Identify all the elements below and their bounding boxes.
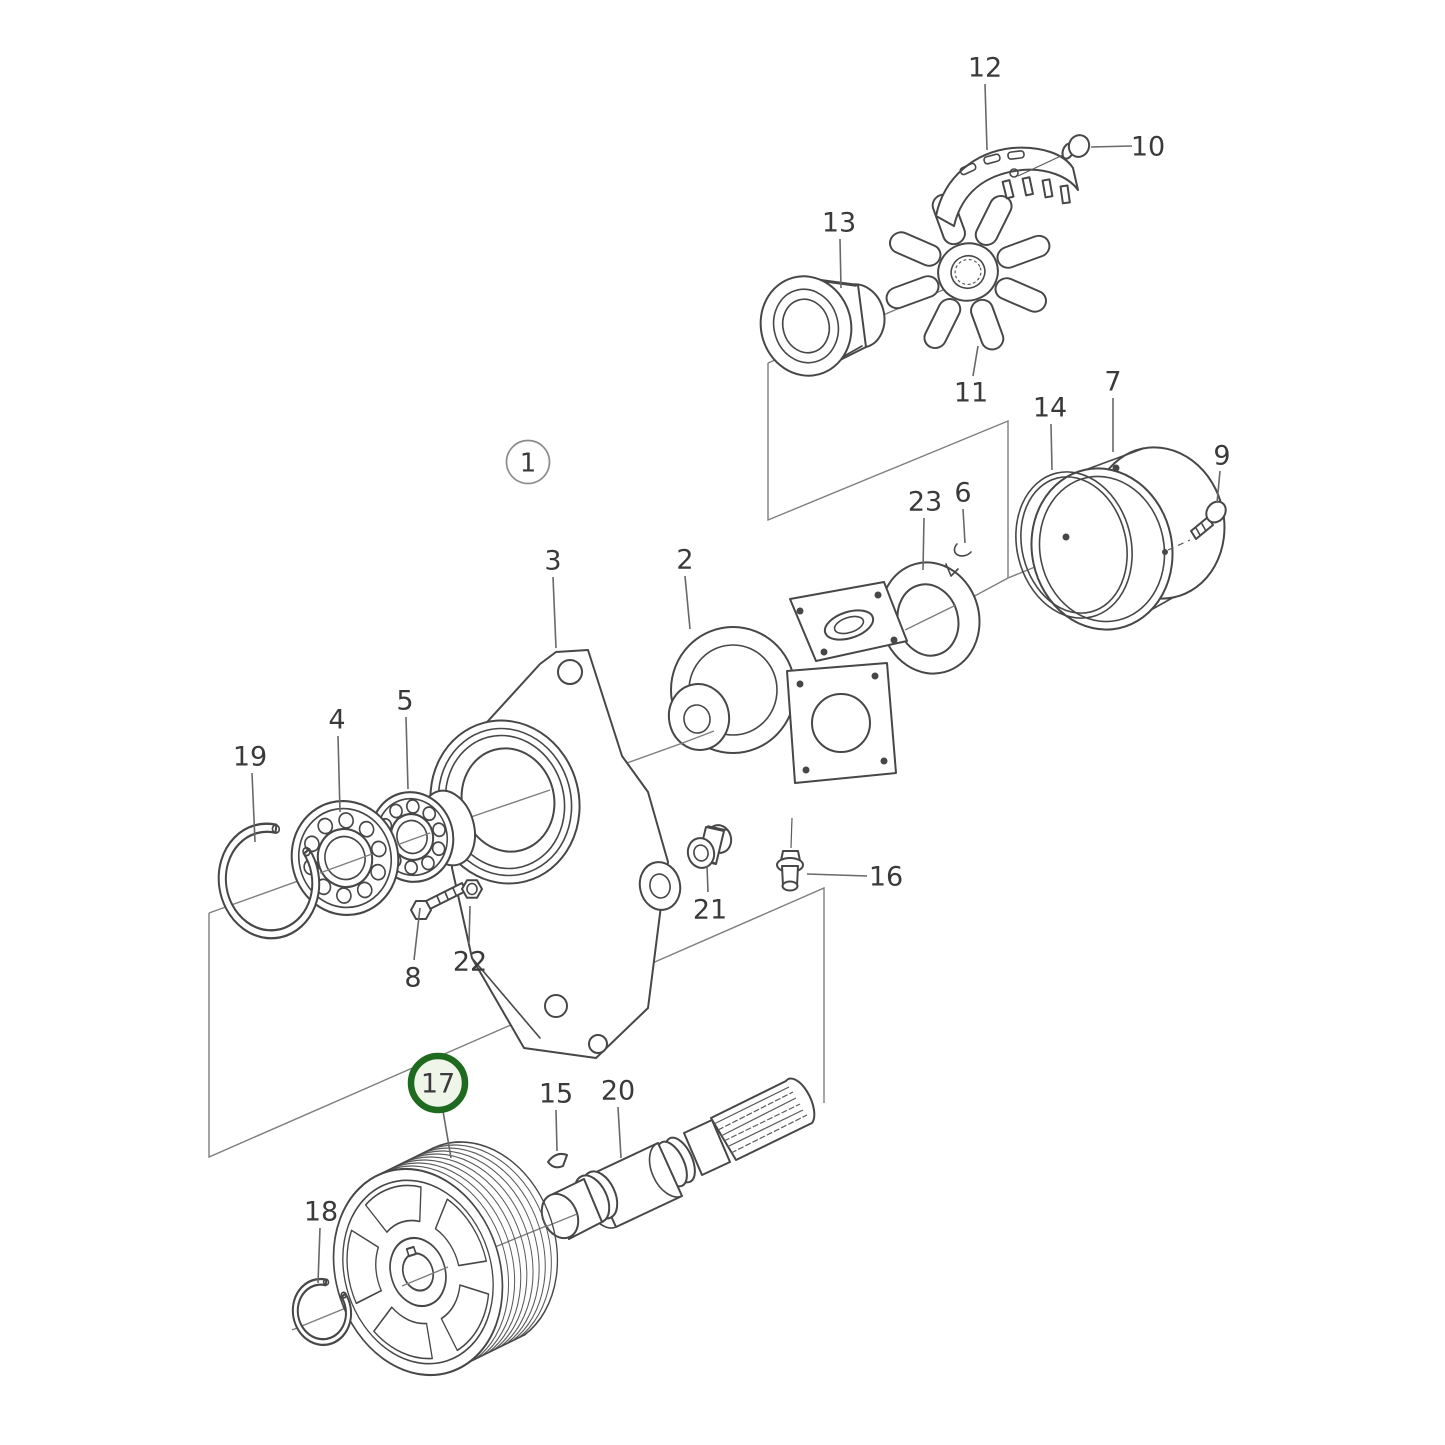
- screw-9-dashed-line: [1167, 539, 1191, 551]
- leader-6: [962, 508, 966, 544]
- leader-12: [984, 83, 988, 151]
- leader-10: [1090, 145, 1133, 148]
- seal-drawing: [759, 275, 886, 377]
- circlip-18-drawing: [291, 1277, 353, 1346]
- leader-2: [684, 575, 691, 630]
- part-label-20[interactable]: 20: [601, 1076, 635, 1107]
- assembly-label[interactable]: 1: [520, 448, 537, 478]
- group-box-impeller: [767, 363, 1009, 578]
- part-label-5[interactable]: 5: [396, 686, 413, 717]
- leader-18: [317, 1227, 321, 1284]
- plug-connector: [790, 817, 793, 849]
- leader-17: [442, 1110, 452, 1159]
- leader-19: [251, 772, 256, 843]
- pulley-drawing: [332, 1141, 559, 1377]
- part-label-18[interactable]: 18: [304, 1197, 338, 1228]
- nut-22-drawing: [461, 879, 483, 899]
- impeller-drawing: [885, 193, 1051, 351]
- part-label-6[interactable]: 6: [954, 478, 971, 509]
- leader-13: [839, 238, 842, 289]
- leader-20: [617, 1106, 622, 1159]
- part-label-22[interactable]: 22: [453, 947, 487, 978]
- part-label-19[interactable]: 19: [233, 742, 267, 773]
- leader-16: [806, 873, 868, 877]
- leader-22: [468, 905, 471, 945]
- part-label-21[interactable]: 21: [693, 895, 727, 926]
- cam-drawing: [935, 146, 1079, 227]
- screw-10-drawing: [1017, 134, 1091, 177]
- highlight-circle[interactable]: [407, 1052, 469, 1114]
- axis-stub-wear-plate: [904, 604, 957, 631]
- part-label-17[interactable]: 17: [421, 1069, 455, 1100]
- plug-drawing: [776, 817, 804, 892]
- part-label-7[interactable]: 7: [1104, 367, 1121, 398]
- screw-9-drawing: [1167, 500, 1227, 551]
- axis-stub-shaft-face: [544, 1213, 578, 1228]
- part-label-11[interactable]: 11: [954, 378, 988, 409]
- part-label-13[interactable]: 13: [822, 208, 856, 239]
- leader-4: [337, 735, 341, 813]
- part-labels: 2 3 4 5 6 7 8 9 10 11 12 13 14 15 16 18 …: [233, 53, 1231, 1228]
- part-label-12[interactable]: 12: [968, 53, 1002, 84]
- part-label-14[interactable]: 14: [1033, 393, 1067, 424]
- highlight-balloon[interactable]: 17: [407, 1052, 469, 1114]
- o-ring-drawing: [1015, 471, 1133, 619]
- clip-6-drawing: [953, 543, 972, 557]
- shaft-drawing: [540, 1077, 816, 1240]
- leader-9: [1216, 470, 1221, 504]
- circlip-19-drawing: [217, 822, 321, 940]
- cover-drawing: [1030, 446, 1226, 631]
- key-drawing: [547, 1152, 568, 1169]
- part-label-2[interactable]: 2: [676, 545, 693, 576]
- axis-stub-bearing-4: [319, 853, 373, 874]
- axis-stub-pulley-hub: [401, 1266, 449, 1287]
- part-label-10[interactable]: 10: [1131, 132, 1165, 163]
- screw-10-connector: [1017, 154, 1064, 177]
- leader-8: [413, 907, 421, 961]
- bushing-drawing: [686, 824, 733, 869]
- part-label-3[interactable]: 3: [544, 546, 561, 577]
- assembly-balloon[interactable]: 1: [505, 439, 551, 485]
- part-label-4[interactable]: 4: [328, 705, 345, 736]
- axis-stub-bracket-bore: [467, 789, 551, 819]
- leader-23: [922, 517, 925, 571]
- bolt-8-drawing: [410, 882, 467, 920]
- bracket-drawing: [429, 649, 682, 1059]
- part-label-15[interactable]: 15: [539, 1079, 573, 1110]
- axis-stub-pump-bore: [679, 730, 715, 745]
- leader-11: [972, 345, 979, 377]
- pump-housing-drawing: [667, 581, 908, 784]
- leader-21: [706, 865, 709, 893]
- part-label-8[interactable]: 8: [404, 963, 421, 994]
- leader-lines: [251, 83, 1221, 1284]
- part-label-23[interactable]: 23: [908, 487, 942, 518]
- part-label-16[interactable]: 16: [869, 862, 903, 893]
- assembly-circle: [505, 439, 551, 485]
- part-label-9[interactable]: 9: [1213, 441, 1230, 472]
- leader-3: [552, 576, 557, 649]
- leader-15: [555, 1109, 558, 1152]
- axis-stub-bearing-5: [393, 832, 431, 847]
- leader-5: [405, 716, 409, 790]
- leader-14: [1050, 423, 1053, 471]
